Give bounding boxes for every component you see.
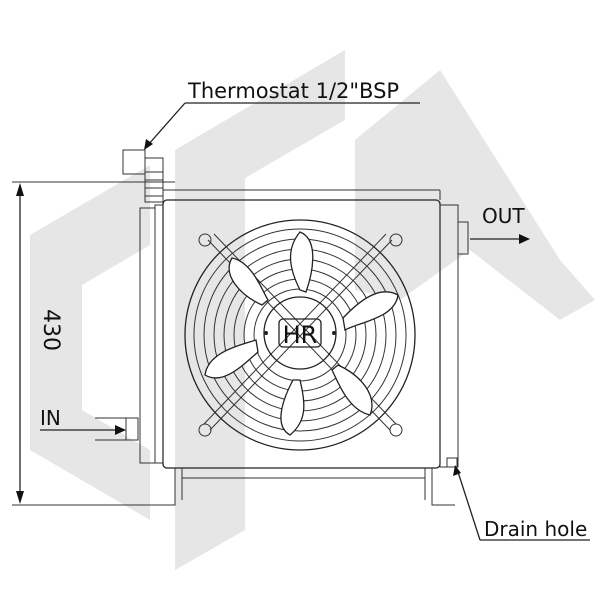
thermostat-label: Thermostat 1/2"BSP [187,79,399,103]
in-label: IN [40,406,61,430]
mounting-feet [148,468,455,506]
thermostat-leader [144,102,420,150]
thermostat-fitting [122,149,164,203]
out-fitting [457,221,530,255]
fan-blades [204,231,399,436]
height-dimension [12,181,175,506]
out-label: OUT [482,204,525,228]
fan-hub: HR [263,296,337,370]
in-fitting [40,417,139,441]
drain-hole-label: Drain hole [484,517,587,541]
brand-watermark-icon [30,50,595,570]
hr-badge-label: HR [283,321,318,349]
height-dimension-label: 430 [38,309,63,351]
drain-hole [446,457,590,541]
